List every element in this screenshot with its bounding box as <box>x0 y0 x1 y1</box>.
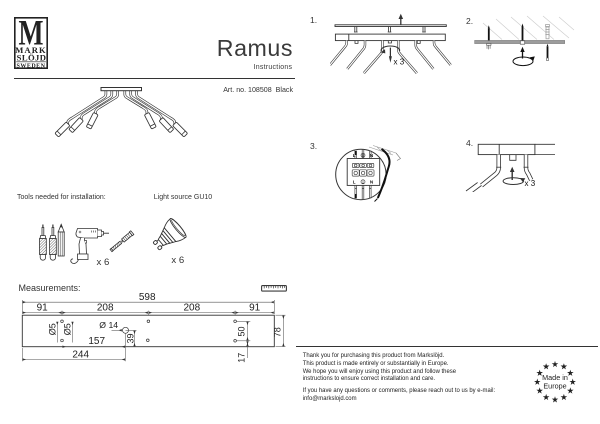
svg-text:x 3: x 3 <box>394 58 405 67</box>
svg-text:39: 39 <box>126 333 136 343</box>
svg-text:78: 78 <box>273 327 283 337</box>
svg-text:L: L <box>353 180 356 185</box>
svg-text:598: 598 <box>139 292 156 303</box>
svg-text:Ø5: Ø5 <box>47 323 57 335</box>
svg-text:N: N <box>370 153 374 158</box>
svg-text:244: 244 <box>72 349 89 360</box>
svg-text:L: L <box>353 153 356 158</box>
svg-text:Ø 14: Ø 14 <box>99 320 118 330</box>
svg-text:208: 208 <box>97 303 114 314</box>
svg-text:Ø5: Ø5 <box>63 323 73 335</box>
svg-text:x 3: x 3 <box>525 179 536 188</box>
svg-text:SLÖJD: SLÖJD <box>17 52 47 62</box>
svg-text:MARK: MARK <box>15 45 47 55</box>
svg-text:208: 208 <box>183 303 200 314</box>
svg-text:Europe: Europe <box>544 382 567 391</box>
svg-text:91: 91 <box>249 303 261 314</box>
svg-text:91: 91 <box>37 303 49 314</box>
svg-text:157: 157 <box>88 336 105 347</box>
svg-text:Made in: Made in <box>543 374 569 383</box>
svg-text:50: 50 <box>236 326 246 336</box>
svg-text:N: N <box>370 180 374 185</box>
svg-text:17: 17 <box>237 353 247 363</box>
svg-text:SWEDEN: SWEDEN <box>16 63 45 69</box>
svg-text:M: M <box>18 17 43 52</box>
